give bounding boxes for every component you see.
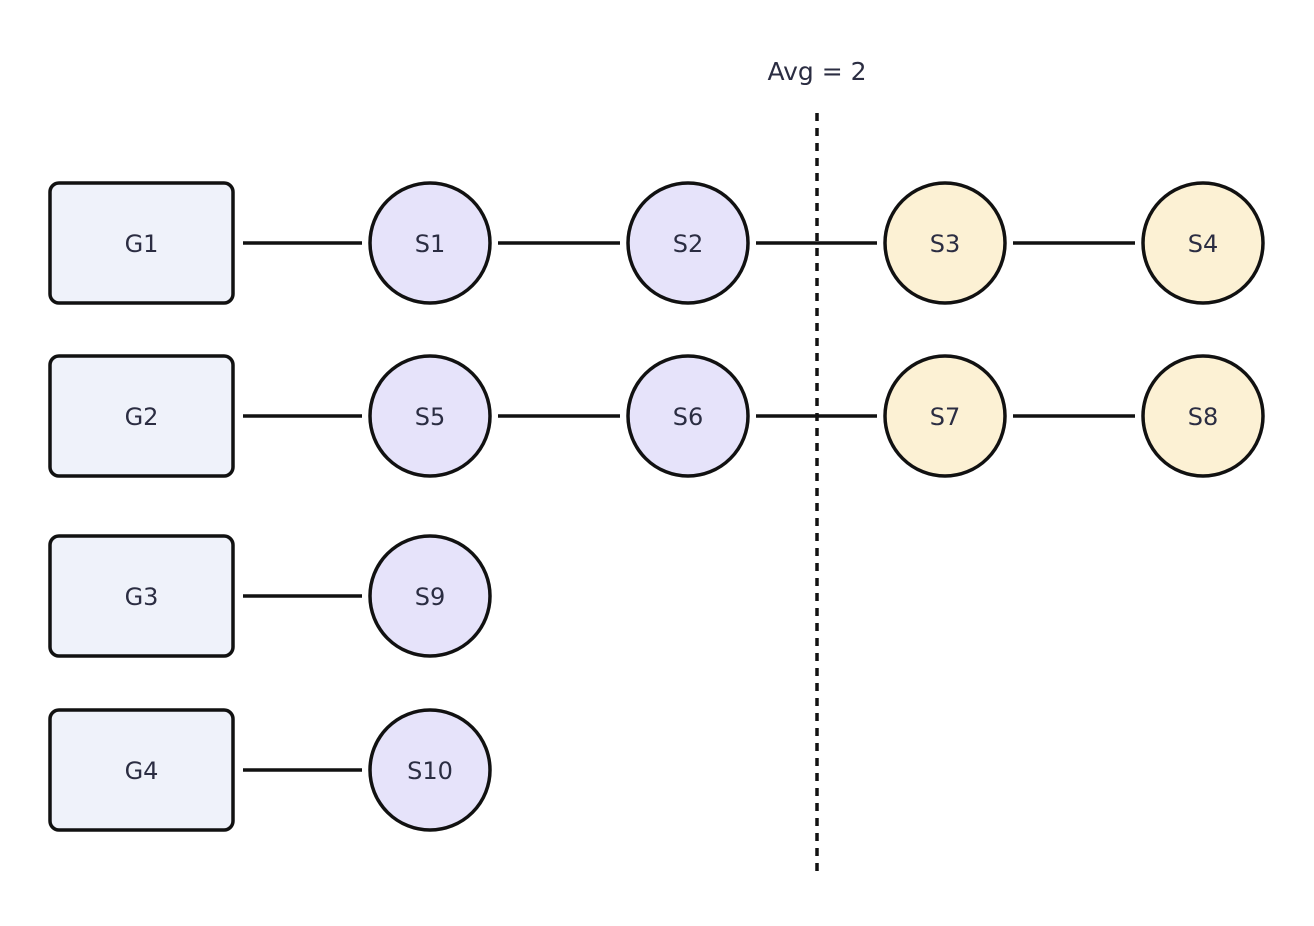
- item-node-label: S9: [415, 583, 446, 611]
- item-node-label: S7: [930, 403, 961, 431]
- diagram-row: G3 S9: [48, 534, 492, 658]
- item-node-label: S1: [415, 230, 446, 258]
- item-node: [1141, 354, 1265, 478]
- item-node: [883, 181, 1007, 305]
- item-node: [368, 181, 492, 305]
- group-box: [48, 354, 235, 478]
- item-node: [368, 354, 492, 478]
- group-label: G1: [125, 230, 159, 258]
- item-node: [368, 708, 492, 832]
- item-node: [368, 534, 492, 658]
- item-node-label: S10: [407, 757, 453, 785]
- group-label: G4: [125, 757, 159, 785]
- group-box: [48, 181, 235, 305]
- group-label: G2: [125, 403, 159, 431]
- diagram-row: G2 S5 S6 S7 S8: [48, 354, 1265, 478]
- diagram-row: G4 S10: [48, 708, 492, 832]
- item-node-label: S5: [415, 403, 446, 431]
- item-node-label: S2: [673, 230, 704, 258]
- group-box: [48, 708, 235, 832]
- diagram-row: G1 S1 S2 S3 S4: [48, 181, 1265, 305]
- item-node-label: S8: [1188, 403, 1219, 431]
- item-node: [883, 354, 1007, 478]
- group-box: [48, 534, 235, 658]
- item-node: [626, 181, 750, 305]
- item-node-label: S4: [1188, 230, 1219, 258]
- item-node: [1141, 181, 1265, 305]
- item-node: [626, 354, 750, 478]
- average-label: Avg = 2: [767, 57, 866, 86]
- group-label: G3: [125, 583, 159, 611]
- item-node-label: S3: [930, 230, 961, 258]
- item-node-label: S6: [673, 403, 704, 431]
